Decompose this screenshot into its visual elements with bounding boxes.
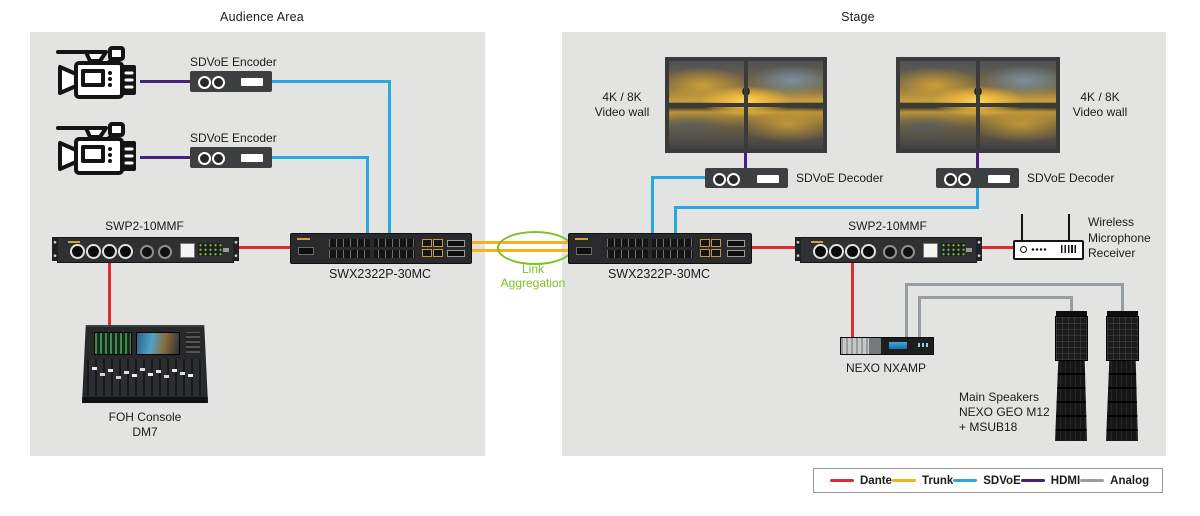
analog-line-swatch — [1080, 479, 1105, 482]
console-faders — [87, 359, 203, 396]
receiver-led-icon — [1020, 246, 1027, 253]
decoder2-label: SDVoE Decoder — [1027, 171, 1115, 185]
sdvoe-link-decoder2-h — [674, 206, 979, 209]
video-wall-2 — [896, 57, 1060, 153]
encoder-port-icon — [212, 152, 225, 165]
sdvoe-decoder2 — [936, 168, 1019, 188]
antenna-icon — [1021, 214, 1023, 242]
encoder-slot-icon — [241, 154, 263, 162]
decoder-slot-icon — [988, 175, 1010, 183]
decoder-port-icon — [727, 173, 740, 186]
stage-swp2-device — [795, 237, 982, 263]
encoder2-label: SDVoE Encoder — [190, 131, 277, 145]
analog-link-inner-v2 — [1070, 296, 1073, 312]
console-label-line1: FOH Console — [108, 410, 182, 424]
sdvoe-link-encoder1-h — [272, 80, 391, 83]
console-buttons — [186, 332, 200, 353]
dante-line-swatch — [830, 479, 854, 482]
encoder-port-icon — [212, 76, 225, 89]
speakers-label: Main Speakers NEXO GEO M12 + MSUB18 — [959, 390, 1050, 434]
videowall1-label-line1: 4K / 8K — [602, 90, 642, 104]
analog-link-outer-v2 — [1121, 283, 1124, 312]
audience-swp2-label: SWP2-10MMF — [105, 219, 184, 233]
nxamp-display — [889, 342, 907, 349]
videowall2-label-line1: 4K / 8K — [1080, 90, 1120, 104]
audience-swp2-device — [52, 237, 239, 263]
nxamp-label: NEXO NXAMP — [845, 361, 926, 375]
video-wall-1 — [665, 57, 827, 153]
legend-item-dante: Dante — [830, 475, 892, 487]
legend-item-hdmi: HDMI — [1020, 475, 1080, 487]
hdmi-line-swatch — [1020, 479, 1045, 482]
hdmi-link-camera2-encoder2 — [140, 156, 190, 159]
speaker-array-2 — [1106, 311, 1139, 441]
sdvoe-line-swatch — [953, 479, 978, 482]
legend-item-sdvoe: SDVoE — [953, 475, 1021, 487]
stage-swp2-label: SWP2-10MMF — [848, 219, 927, 233]
link-aggregation-ellipse — [497, 231, 573, 265]
videowall2-label-line2: Video wall — [1072, 105, 1128, 119]
console-main-screen — [136, 332, 180, 355]
hdmi-link-wall1-decoder1 — [744, 153, 747, 168]
dante-link-swp2-nxamp — [851, 261, 854, 337]
videowall1-label-line2: Video wall — [594, 105, 650, 119]
analog-link-outer-v1 — [905, 283, 908, 337]
decoder-port-icon — [713, 173, 726, 186]
sdvoe-link-decoder1-h — [651, 176, 705, 179]
decoder-slot-icon — [757, 175, 779, 183]
nxamp-device — [840, 337, 934, 355]
link-aggregation-label: Link Aggregation — [500, 262, 566, 291]
decoder-port-icon — [944, 173, 957, 186]
dante-link-switch-swp2 — [750, 246, 800, 249]
sdvoe-encoder2 — [190, 147, 272, 168]
hdmi-link-wall2-decoder2 — [976, 153, 979, 168]
sdvoe-link-encoder2-h — [272, 156, 369, 159]
foh-console-device — [82, 325, 208, 403]
sdvoe-link-decoder1-v — [651, 176, 654, 233]
wireless-mic-receiver-device — [1013, 240, 1084, 260]
stage-switch-device — [568, 233, 752, 264]
audience-switch-device — [290, 233, 472, 264]
speaker-array-1 — [1055, 311, 1088, 441]
audience-area-title: Audience Area — [220, 10, 304, 24]
encoder-slot-icon — [241, 78, 263, 86]
antenna-icon — [1068, 214, 1070, 242]
analog-link-inner-h — [918, 296, 1073, 299]
sdvoe-link-encoder2-v — [366, 156, 369, 233]
hdmi-link-camera1-encoder1 — [140, 80, 190, 83]
legend-item-trunk: Trunk — [891, 475, 953, 487]
mic-receiver-label: Wireless Microphone Receiver — [1088, 215, 1151, 260]
video-camera-icon — [56, 46, 136, 99]
audience-switch-label: SWX2322P-30MC — [328, 267, 432, 281]
decoder-port-icon — [958, 173, 971, 186]
dante-link-swp2-switch — [232, 246, 290, 249]
encoder-port-icon — [198, 152, 211, 165]
sdvoe-link-encoder1-v — [388, 80, 391, 233]
decoder1-label: SDVoE Decoder — [796, 171, 884, 185]
console-label-line2: DM7 — [132, 425, 158, 439]
dante-link-swp2-micreceiver — [975, 246, 1013, 249]
sdvoe-encoder1 — [190, 71, 272, 92]
dante-link-swp2-console — [108, 261, 111, 325]
legend-item-analog: Analog — [1080, 475, 1149, 487]
encoder1-label: SDVoE Encoder — [190, 55, 277, 69]
stage-switch-label: SWX2322P-30MC — [607, 267, 711, 281]
stage-title: Stage — [841, 10, 875, 24]
legend: Dante Trunk SDVoE HDMI Analog — [813, 468, 1163, 493]
analog-link-inner-v1 — [918, 296, 921, 337]
sdvoe-link-decoder2-v1 — [976, 188, 979, 209]
video-camera-icon — [56, 122, 136, 175]
sdvoe-link-decoder2-v2 — [674, 206, 677, 233]
sdvoe-decoder1 — [705, 168, 788, 188]
trunk-line-swatch — [891, 479, 916, 482]
console-meter-screen — [94, 332, 132, 355]
encoder-port-icon — [198, 76, 211, 89]
analog-link-outer-h — [905, 283, 1124, 286]
